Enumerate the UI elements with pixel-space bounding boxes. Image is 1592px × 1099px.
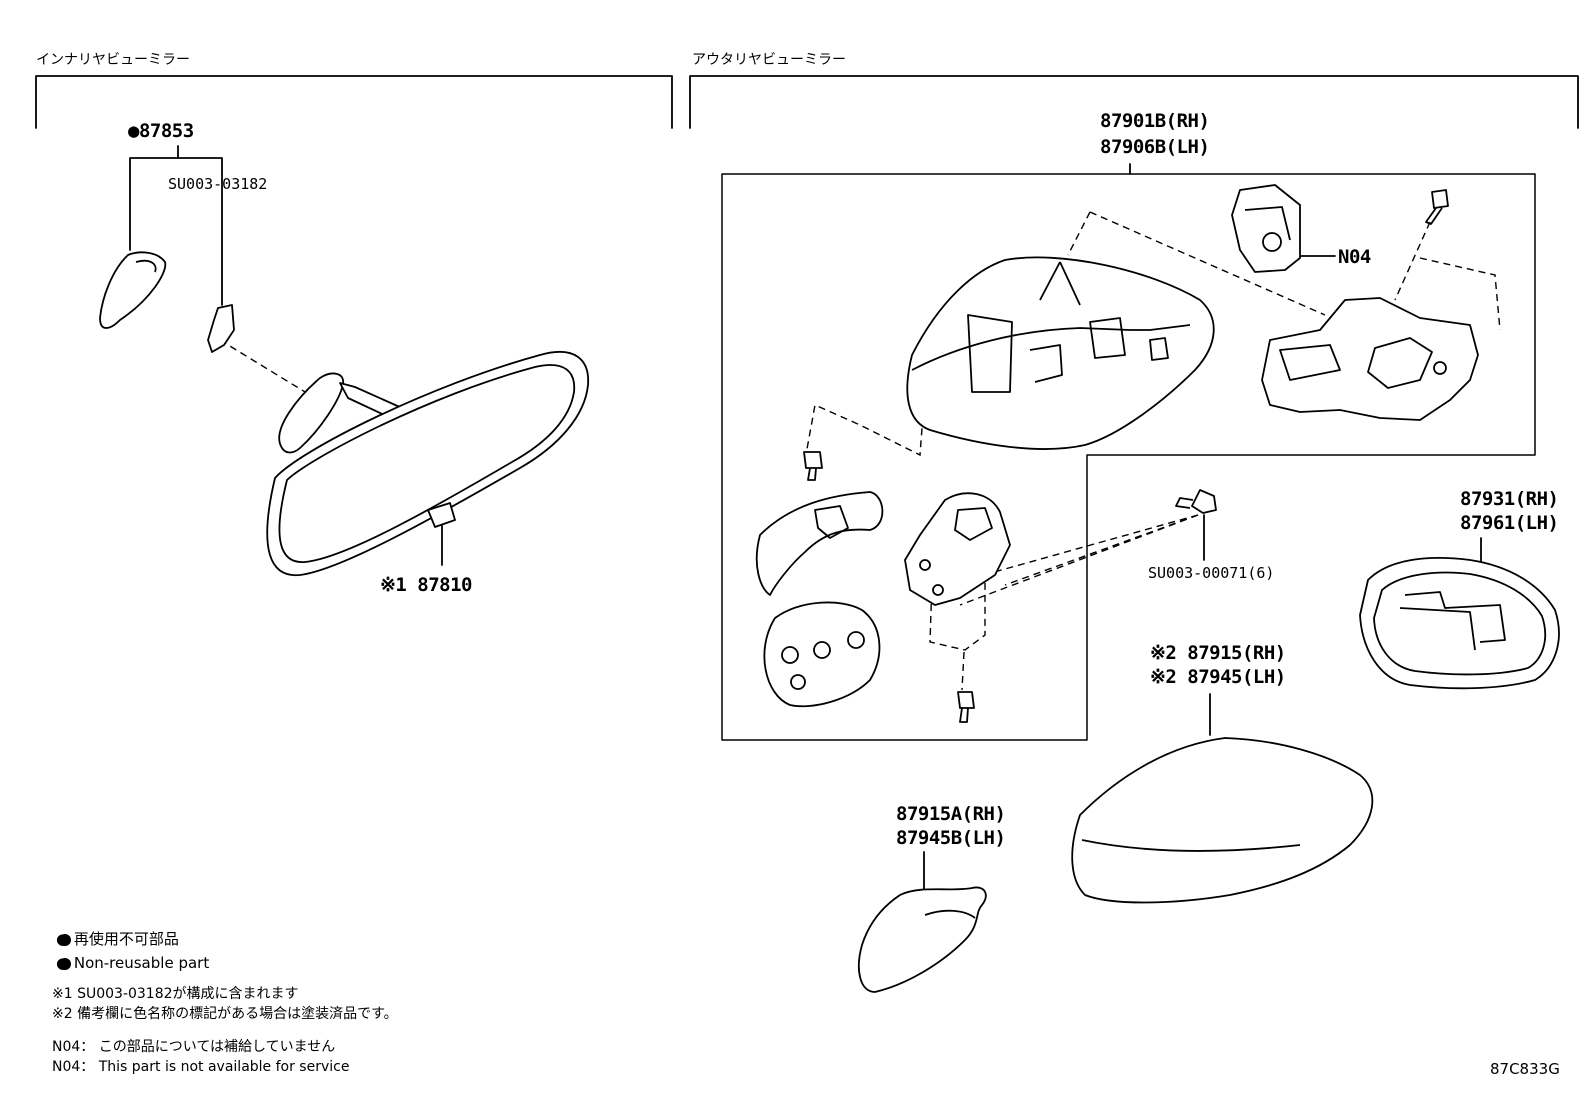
outer-cover-icon bbox=[1071, 737, 1374, 904]
leader-87853 bbox=[129, 157, 223, 306]
part-number-su003-03182[interactable]: SU003-03182 bbox=[168, 175, 268, 193]
dash-inner bbox=[219, 339, 311, 396]
part-number-87901b-rh[interactable]: 87901B(RH) bbox=[1100, 110, 1210, 132]
part-number-87915a-rh[interactable]: 87915A(RH) bbox=[896, 803, 1006, 825]
part-number-87931-rh[interactable]: 87931(RH) bbox=[1460, 488, 1559, 510]
legend-nonreusable-en: ● Non-reusable part bbox=[56, 954, 210, 972]
gasket-icon bbox=[763, 601, 881, 708]
legend-note-1: ※1 SU003-03182が構成に含まれます bbox=[52, 986, 299, 1002]
part-number-su003-00071[interactable]: SU003-00071(6) bbox=[1148, 564, 1275, 582]
inner-mirror-cover-icon bbox=[99, 251, 167, 329]
mirror-cover-icon bbox=[906, 256, 1215, 450]
part-number-87961-lh[interactable]: 87961(LH) bbox=[1460, 512, 1559, 534]
inner-section-bracket bbox=[35, 75, 673, 129]
part-number-87915-rh[interactable]: ※2 87915(RH) bbox=[1150, 642, 1286, 664]
dash-cover-2 bbox=[1089, 211, 1326, 316]
dash-bolt-2 bbox=[959, 514, 1199, 606]
dash-screw-bottom bbox=[961, 651, 965, 691]
inner-mirror-section-title: インナリヤビューミラー bbox=[36, 52, 190, 68]
part-number-87906b-lh[interactable]: 87906B(LH) bbox=[1100, 136, 1210, 158]
assembly-boundary bbox=[721, 173, 1536, 741]
screw-icon bbox=[957, 691, 975, 723]
base-cover-icon bbox=[858, 886, 987, 993]
legend-n04-jp: N04： この部品については補給していません bbox=[52, 1039, 336, 1055]
dash-bolt-1 bbox=[1004, 514, 1199, 586]
part-number-n04[interactable]: N04 bbox=[1338, 246, 1371, 268]
mirror-actuator-icon bbox=[904, 492, 1011, 606]
outer-section-bracket bbox=[689, 75, 1579, 129]
screw-icon bbox=[1425, 189, 1449, 225]
legend-bullet-icon bbox=[59, 934, 71, 946]
mirror-glass-icon bbox=[1359, 557, 1560, 690]
clip-icon bbox=[207, 304, 235, 353]
mirror-bracket-icon bbox=[1261, 297, 1479, 421]
part-number-87945-lh[interactable]: ※2 87945(LH) bbox=[1150, 666, 1286, 688]
actuator-motor-icon bbox=[1231, 184, 1301, 273]
dash-right-1 bbox=[1419, 257, 1501, 331]
bolt-icon bbox=[1175, 489, 1217, 514]
screw-icon bbox=[803, 451, 823, 481]
part-number-87810[interactable]: ※1 87810 bbox=[380, 574, 473, 596]
figure-code: 87C833G bbox=[1490, 1060, 1560, 1078]
legend-n04-en: N04： This part is not available for serv… bbox=[52, 1059, 350, 1075]
legend-note-2: ※2 備考欄に色名称の標記がある場合は塗装済品です。 bbox=[52, 1006, 398, 1022]
dash-cover-1 bbox=[1067, 211, 1091, 256]
dash-screw-top bbox=[1394, 221, 1431, 301]
inner-mirror-icon bbox=[266, 350, 589, 576]
part-number-87945b-lh[interactable]: 87945B(LH) bbox=[896, 827, 1006, 849]
mirror-base-icon bbox=[755, 491, 884, 596]
outer-mirror-section-title: アウタリヤビューミラー bbox=[692, 52, 846, 68]
part-number-87853[interactable]: ●87853 bbox=[128, 120, 194, 142]
legend-bullet-icon bbox=[59, 958, 71, 970]
dash-actuator-box bbox=[929, 579, 986, 651]
dash-base bbox=[804, 403, 923, 461]
legend-nonreusable-jp: ● 再使用不可部品 bbox=[56, 930, 179, 948]
